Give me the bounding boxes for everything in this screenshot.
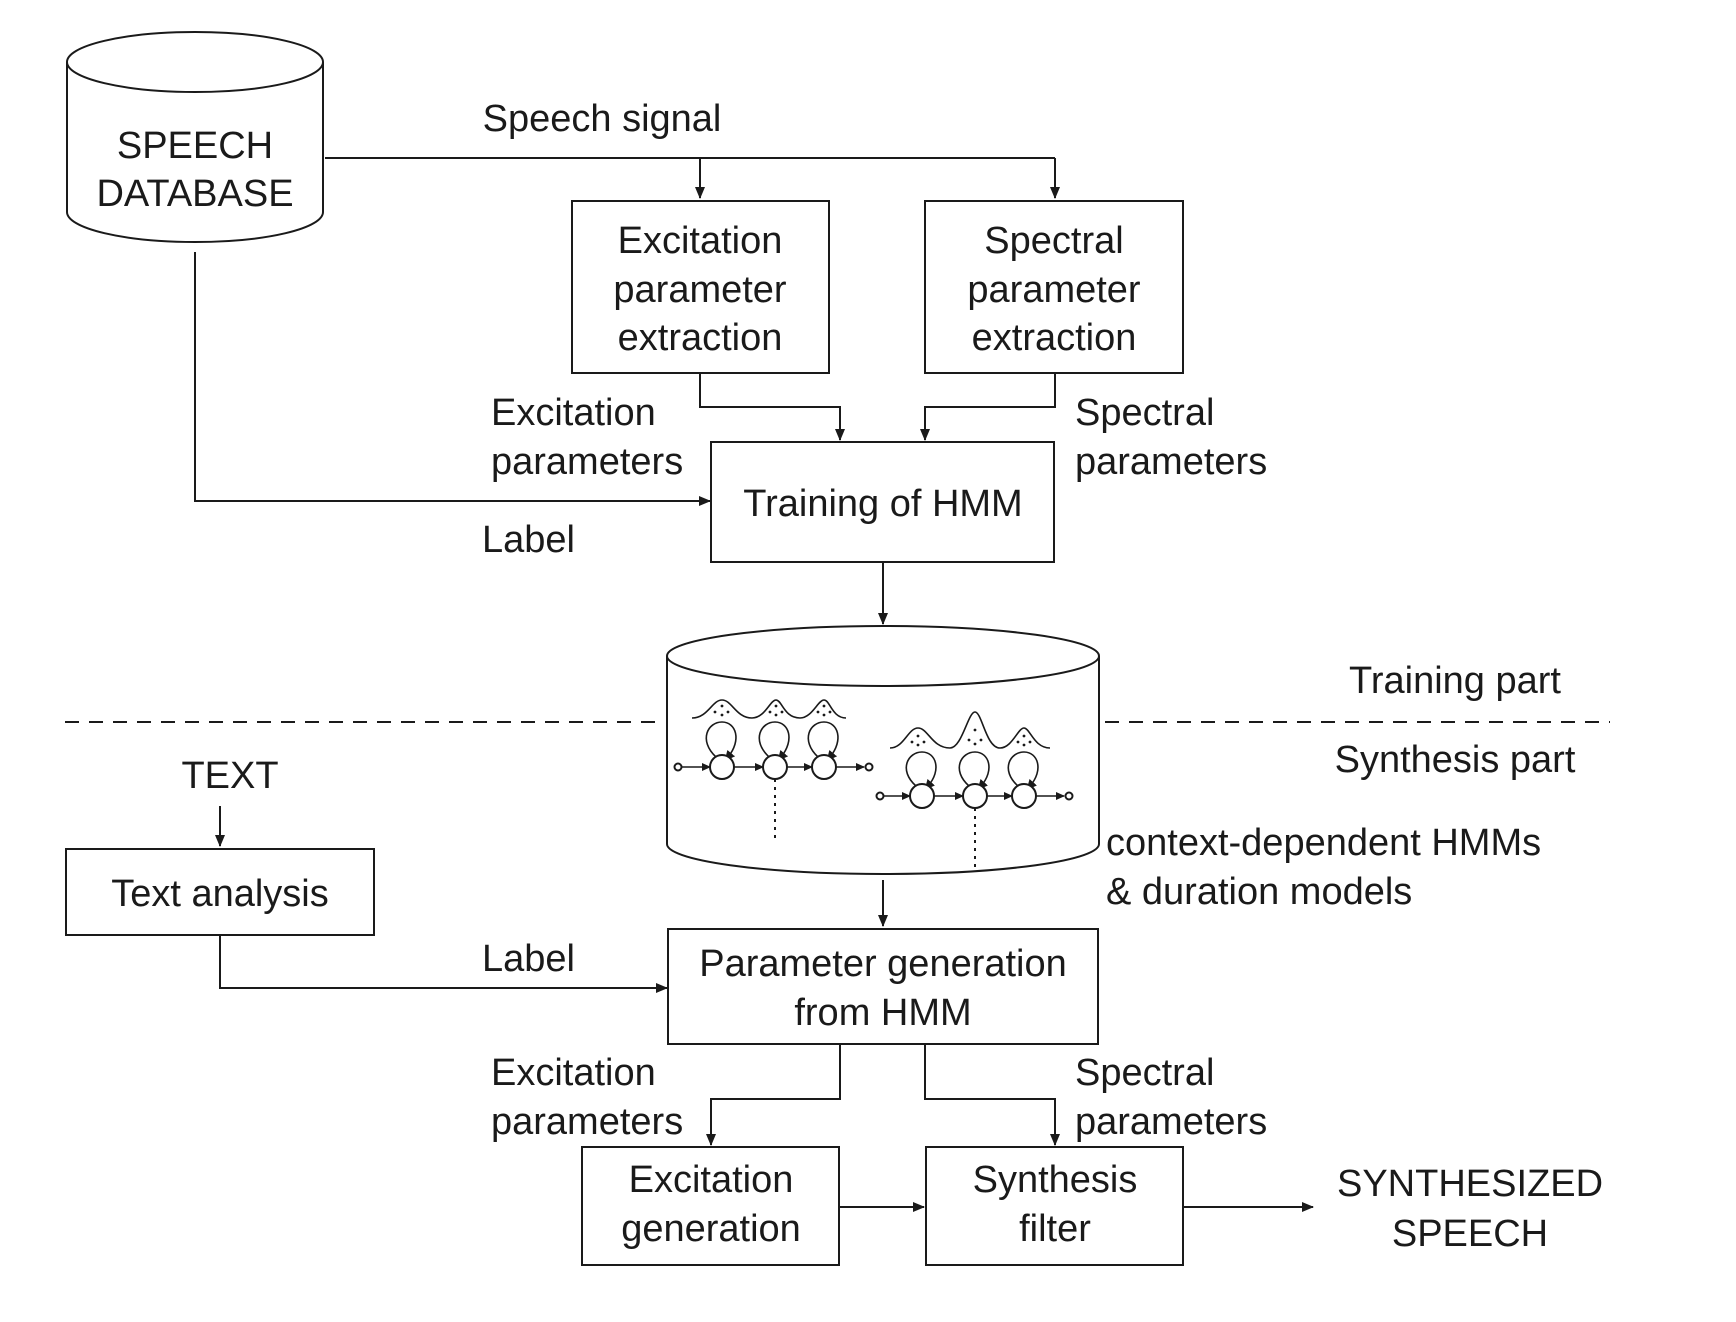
spectral-extraction-label-3: extraction xyxy=(972,317,1137,359)
synthesis-filter-label-2: filter xyxy=(1019,1208,1091,1250)
spectral-extraction-label-2: parameter xyxy=(967,269,1141,311)
excitation-extraction-label-2: parameter xyxy=(613,269,787,311)
arrow-excitation-to-training xyxy=(699,373,845,441)
excitation-params-synth-label-2: parameters xyxy=(491,1101,683,1143)
synthesis-filter-node: Synthesis filter xyxy=(925,1146,1184,1266)
hmm-database-node xyxy=(666,625,1100,875)
arrow-generation-to-excitation xyxy=(706,1044,841,1146)
excitation-generation-node: Excitation generation xyxy=(581,1146,840,1266)
connectors xyxy=(65,157,1610,1212)
training-hmm-node: Training of HMM xyxy=(710,441,1055,563)
excitation-generation-label-1: Excitation xyxy=(629,1159,794,1201)
text-input-label: TEXT xyxy=(181,755,278,797)
parameter-generation-node: Parameter generation from HMM xyxy=(667,928,1099,1045)
arrow-label-to-generation xyxy=(219,936,668,993)
text-analysis-node: Text analysis xyxy=(65,848,375,936)
speech-database-node: SPEECH DATABASE xyxy=(66,31,324,243)
excitation-params-train-label-1: Excitation xyxy=(491,392,656,434)
label-train: Label xyxy=(482,519,575,561)
training-hmm-label: Training of HMM xyxy=(743,483,1022,525)
excitation-generation-label-2: generation xyxy=(621,1208,801,1250)
label-synth: Label xyxy=(482,938,575,980)
speech-database-label-1: SPEECH xyxy=(117,125,273,167)
spectral-params-synth-label-1: Spectral xyxy=(1075,1052,1214,1094)
text-analysis-label: Text analysis xyxy=(111,873,329,915)
hmm-state-graph-left xyxy=(673,699,874,840)
arrow-label-to-training xyxy=(194,252,711,506)
synthesis-part-label: Synthesis part xyxy=(1335,739,1576,781)
arrow-spectral-to-training xyxy=(920,373,1056,441)
spectral-params-train-label-2: parameters xyxy=(1075,441,1267,483)
spectral-extraction-label-1: Spectral xyxy=(984,220,1123,262)
parameter-generation-label-1: Parameter generation xyxy=(699,943,1067,985)
spectral-params-synth-label-2: parameters xyxy=(1075,1101,1267,1143)
hmm-state-graph-right xyxy=(875,711,1074,868)
hmm-db-caption-2: & duration models xyxy=(1106,871,1412,913)
arrow-generation-to-filter xyxy=(924,1044,1060,1146)
speech-signal-label: Speech signal xyxy=(483,98,722,140)
synthesized-speech-label-2: SPEECH xyxy=(1392,1213,1548,1255)
excitation-params-train-label-2: parameters xyxy=(491,441,683,483)
synthesized-speech-label-1: SYNTHESIZED xyxy=(1337,1163,1603,1205)
speech-database-label-2: DATABASE xyxy=(96,173,293,215)
excitation-params-synth-label-1: Excitation xyxy=(491,1052,656,1094)
excitation-extraction-node: Excitation parameter extraction xyxy=(571,200,830,374)
hmm-db-caption-1: context-dependent HMMs xyxy=(1106,822,1541,864)
synthesized-speech-output: SYNTHESIZED SPEECH xyxy=(1337,1163,1603,1255)
excitation-extraction-label-1: Excitation xyxy=(618,220,783,262)
training-part-label: Training part xyxy=(1349,660,1561,702)
spectral-params-train-label-1: Spectral xyxy=(1075,392,1214,434)
excitation-extraction-label-3: extraction xyxy=(618,317,783,359)
synthesis-filter-label-1: Synthesis xyxy=(973,1159,1138,1201)
parameter-generation-label-2: from HMM xyxy=(794,992,971,1034)
spectral-extraction-node: Spectral parameter extraction xyxy=(924,200,1184,374)
